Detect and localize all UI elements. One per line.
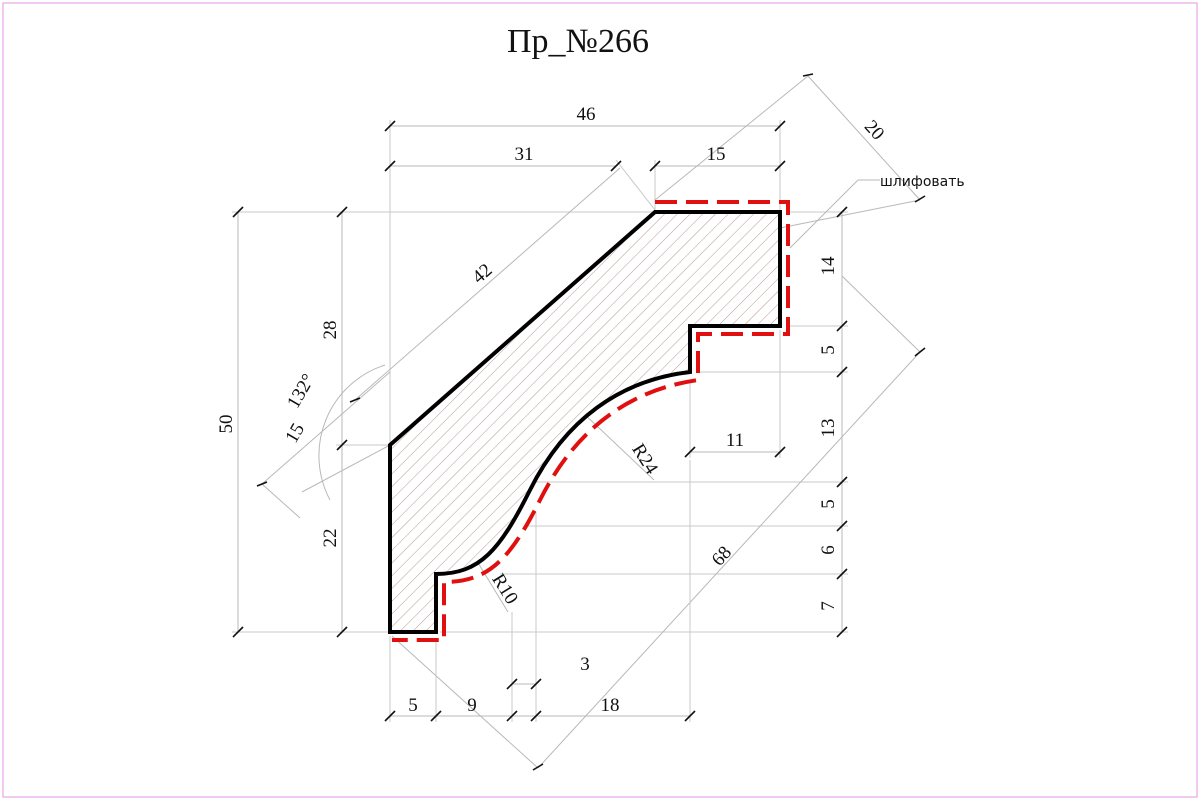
dimension-lines bbox=[232, 75, 921, 769]
dim-15-left: 15 bbox=[281, 420, 309, 447]
moulding-profile bbox=[388, 210, 782, 634]
radius-24: R24 bbox=[627, 440, 662, 478]
dim-6: 6 bbox=[818, 545, 839, 555]
dim-angle-132: 132° bbox=[283, 370, 319, 412]
sanding-note: шлифовать bbox=[880, 174, 965, 190]
dim-5-lower: 5 bbox=[818, 499, 839, 509]
dim-22: 22 bbox=[320, 529, 341, 548]
dim-3: 3 bbox=[580, 654, 590, 675]
dim-18: 18 bbox=[601, 695, 620, 716]
sanding-outline bbox=[392, 200, 790, 642]
dim-14: 14 bbox=[818, 256, 839, 276]
dim-9: 9 bbox=[467, 695, 477, 716]
dim-42: 42 bbox=[468, 260, 496, 288]
dim-50: 50 bbox=[216, 415, 237, 434]
dim-68: 68 bbox=[708, 542, 736, 570]
dim-20: 20 bbox=[860, 116, 888, 144]
dim-7: 7 bbox=[818, 601, 839, 611]
dimension-ticks bbox=[232, 73, 926, 771]
dim-46: 46 bbox=[577, 104, 596, 125]
radius-10: R10 bbox=[487, 570, 522, 608]
dim-28: 28 bbox=[320, 321, 341, 340]
dim-31: 31 bbox=[515, 144, 534, 165]
dim-11: 11 bbox=[726, 430, 744, 451]
note-leader bbox=[789, 179, 859, 249]
drawing-title: Пр_№266 bbox=[507, 23, 649, 60]
dim-5-bottom: 5 bbox=[408, 695, 418, 716]
dim-15-top: 15 bbox=[707, 144, 726, 165]
dim-13: 13 bbox=[818, 419, 839, 438]
dim-5-upper: 5 bbox=[818, 345, 839, 355]
